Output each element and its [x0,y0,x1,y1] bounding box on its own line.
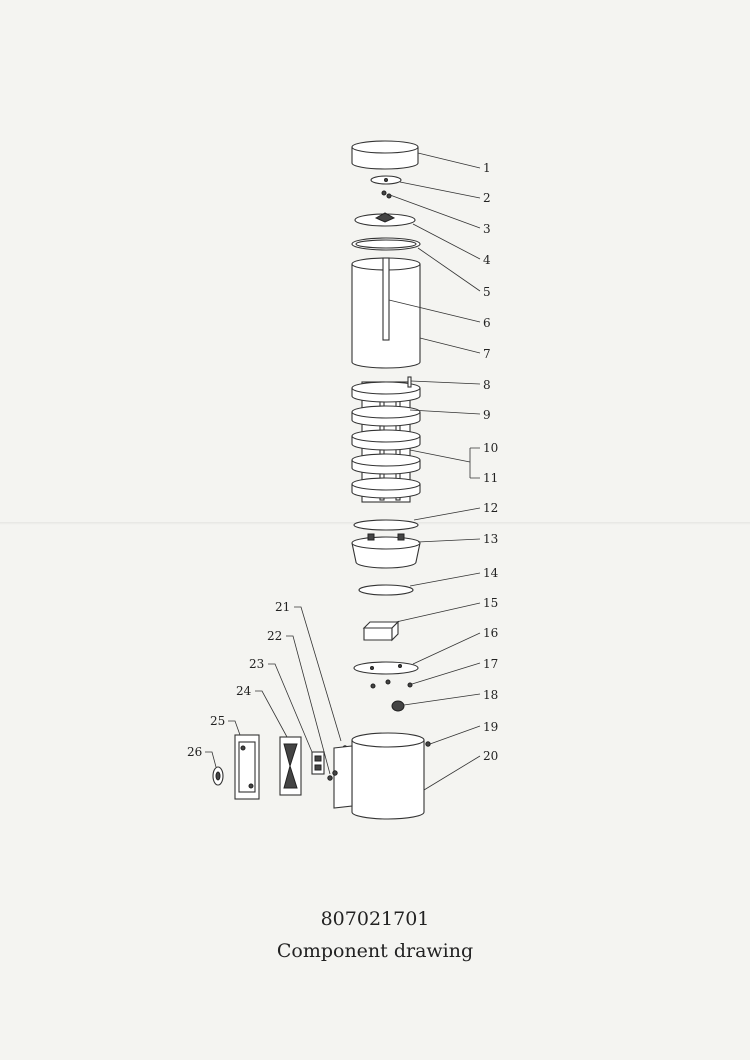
label-8: 8 [483,378,491,392]
part-14-seal-ring [358,584,414,596]
label-14: 14 [483,566,499,580]
part-3-screws [381,190,392,199]
label-9: 9 [483,408,491,422]
leader-lines [205,152,481,791]
part-21-22-bracket-fixings [327,770,338,781]
louvre-ring-top-3 [351,429,421,443]
part-26-cap-nut [212,766,224,786]
part-4-led-board [354,212,416,227]
document-caption: Component drawing [276,940,474,962]
label-22: 22 [267,629,282,643]
part-6-reflector-strip [382,257,390,341]
part-13-base-ring [351,533,421,569]
label-24: 24 [236,684,252,698]
part-number-labels: 1 2 3 4 5 6 7 8 9 10 11 12 13 14 15 16 1… [187,161,499,763]
label-26: 26 [187,745,202,759]
label-11: 11 [483,471,498,485]
label-2: 2 [483,191,491,205]
louvre-ring-top-5 [351,477,421,491]
part-25-mounting-bracket [234,734,260,800]
label-1: 1 [483,161,491,175]
label-19: 19 [483,720,498,734]
label-18: 18 [483,688,498,702]
label-10: 10 [483,441,498,455]
louvre-ring-top-2 [351,405,421,419]
label-16: 16 [483,626,498,640]
label-7: 7 [483,347,491,361]
part-17-screws [370,679,413,689]
part-24-wall-plate [279,736,302,796]
part-18-cable-gland [391,700,405,712]
document-number: 807021701 [320,908,430,930]
label-17: 17 [483,657,498,671]
part-16-mounting-plate [353,661,419,675]
part-12-gasket [353,519,419,531]
label-15: 15 [483,596,498,610]
part-1-top-cap [351,140,419,170]
label-13: 13 [483,532,498,546]
part-15-driver-box [362,620,400,642]
label-3: 3 [483,222,491,236]
label-4: 4 [483,253,491,267]
part-23-terminal-block [311,751,325,775]
label-12: 12 [483,501,498,515]
label-6: 6 [483,316,491,330]
label-21: 21 [275,600,290,614]
part-8-11-louvre-cage [351,376,421,503]
louvre-ring-top-1 [351,381,421,395]
part-5-ring [351,237,421,251]
label-25: 25 [210,714,225,728]
louvre-ring-top-4 [351,453,421,467]
part-2-cover-plate [370,175,402,185]
label-23: 23 [249,657,264,671]
label-5: 5 [483,285,491,299]
part-20-housing [333,732,425,820]
label-20: 20 [483,749,498,763]
